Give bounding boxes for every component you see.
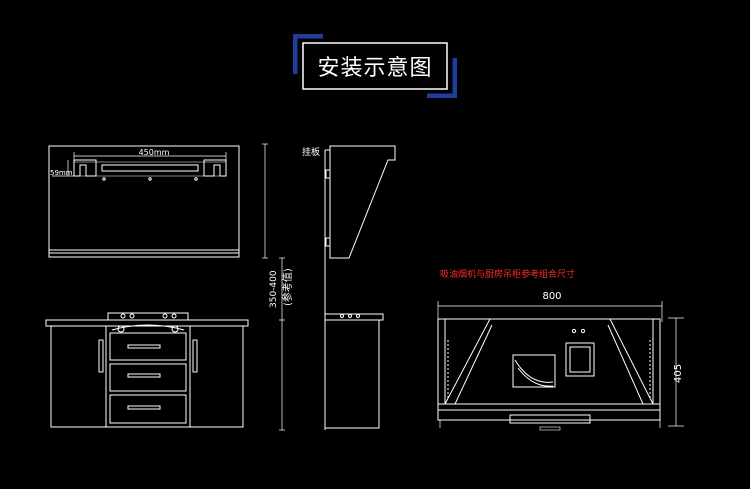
mount-plate — [325, 169, 331, 179]
title-frame: 安装示意图 — [292, 33, 458, 99]
bracket-left — [73, 159, 97, 177]
combo-width-label: 800 — [542, 291, 561, 302]
bracket-slot — [101, 164, 199, 172]
side-view — [324, 145, 396, 430]
hood-side-profile — [329, 145, 396, 259]
door-handle-right — [192, 339, 198, 373]
fan-vent — [565, 342, 595, 377]
drawer-middle — [109, 363, 187, 392]
page-title: 安装示意图 — [317, 56, 433, 81]
side-countertop — [324, 313, 384, 321]
cabinet-combo-view — [437, 301, 684, 431]
drawer-handle-top — [127, 344, 161, 349]
hood-front-outline — [48, 145, 240, 251]
drawer-handle-bottom — [127, 405, 161, 410]
drawer-handle-middle — [127, 373, 161, 378]
mount-plate-label: 挂板 — [302, 146, 320, 158]
front-view-hood — [48, 145, 240, 258]
door-handle-left — [98, 339, 104, 373]
front-width-label: 450mm — [139, 148, 170, 157]
front-view-cabinet — [45, 312, 249, 428]
height-reference-label: (参考值) — [281, 268, 294, 306]
bracket-right — [203, 159, 227, 177]
front-offset-label: 59mm — [50, 169, 73, 177]
drawer-top — [109, 332, 187, 361]
height-dimension — [262, 143, 285, 431]
side-cabinet — [324, 319, 380, 429]
burner-arc — [111, 324, 185, 331]
hood-body-trapezoid — [444, 318, 654, 405]
combo-height-label: 405 — [673, 364, 684, 383]
drawer-bottom — [109, 394, 187, 424]
combo-note: 吸油烟机与厨房吊柜参考组合尺寸 — [440, 268, 575, 280]
control-panel — [509, 414, 591, 424]
cabinet-body — [50, 325, 244, 428]
cooktop — [107, 312, 189, 321]
height-range-label: 350-400 — [269, 270, 279, 308]
duct-outlet — [512, 354, 556, 388]
title-frame-brackets — [292, 33, 458, 99]
